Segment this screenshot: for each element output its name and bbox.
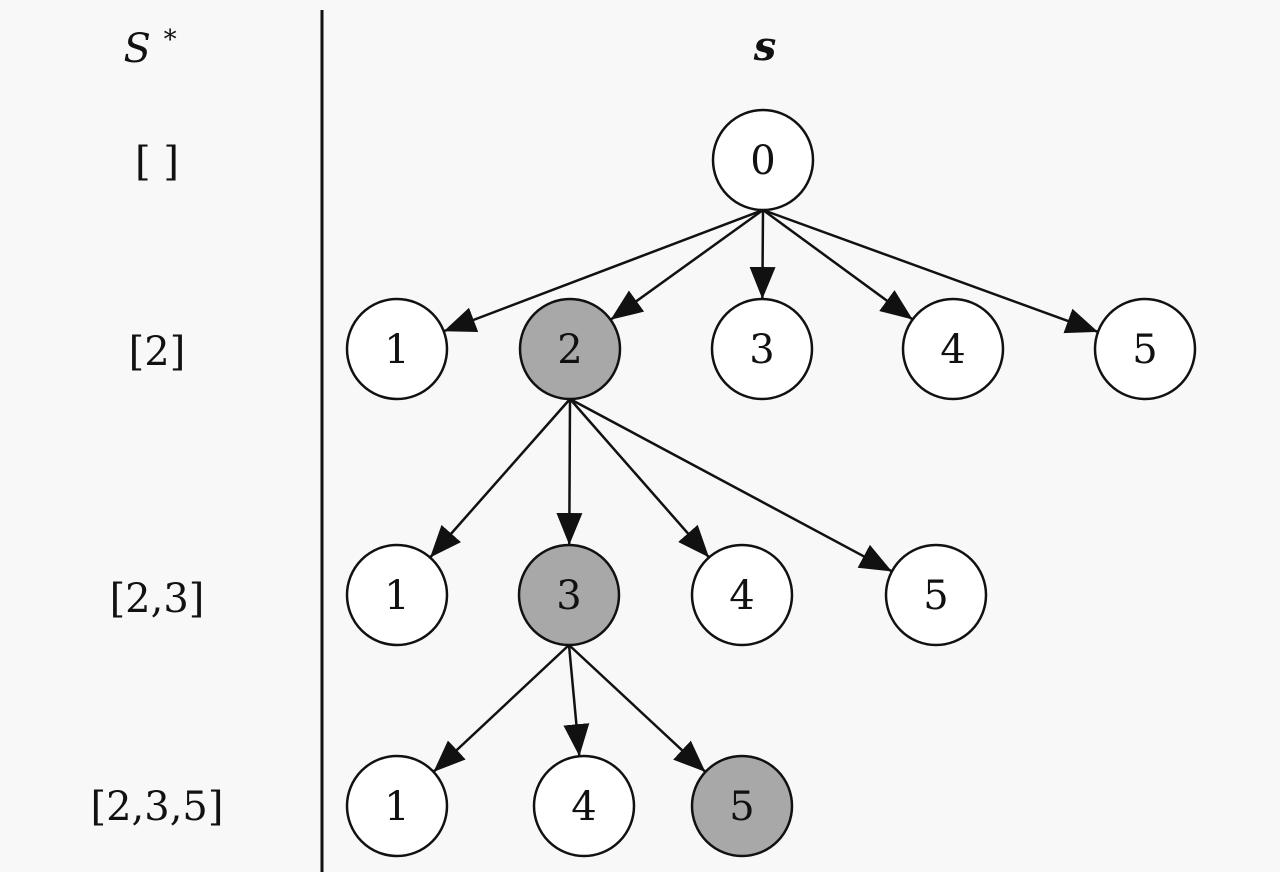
node-label: 3 [749,327,774,373]
selected-node-circle [518,297,622,401]
tree-node-a3: 3 [710,297,814,401]
edges-layer [429,208,1099,773]
right-header: s [753,23,777,70]
level-label-3: [2,3,5] [91,784,224,830]
level-label-1: [2] [129,329,186,375]
level-label-2: [2,3] [110,576,205,622]
node-circle [345,543,449,647]
node-label: 2 [557,327,582,373]
nodes-layer: 0 1 2 3 4 5 1 3 4 5 1 4 5 [345,108,1197,858]
node-circle [345,754,449,858]
tree-node-b1: 1 [345,543,449,647]
selected-node-circle [517,543,621,647]
edge-n0-a3 [749,209,776,300]
tree-node-c5: 5 [690,754,794,858]
edge-n0-a2 [609,208,764,321]
node-circle [690,543,794,647]
node-circle [532,754,636,858]
node-label: 3 [556,573,581,619]
tree-node-b5: 5 [884,543,988,647]
edge-a2-b1 [429,398,571,559]
node-circle [901,297,1005,401]
node-label: 4 [571,784,596,830]
node-circle [884,543,988,647]
node-label: 5 [729,784,754,830]
tree-node-b4: 4 [690,543,794,647]
node-label: 5 [923,573,948,619]
tree-node-a5: 5 [1093,297,1197,401]
level-labels: [ ] [2] [2,3] [2,3,5] [91,139,224,830]
left-header: S * [123,25,176,72]
level-label-0: [ ] [135,139,179,185]
node-label: 1 [384,327,409,373]
node-circle [711,108,815,212]
tree-node-a2: 2 [518,297,622,401]
edge-n0-a4 [762,208,914,321]
node-label: 4 [940,327,965,373]
edge-n0-a5 [762,208,1099,334]
node-label: 1 [384,573,409,619]
node-circle [1093,297,1197,401]
node-circle [710,297,814,401]
edge-b3-c1 [432,644,570,773]
tree-node-c1: 1 [345,754,449,858]
edge-b3-c4 [563,644,590,757]
edge-n0-a1 [443,208,764,333]
tree-node-b3: 3 [517,543,621,647]
node-label: 1 [384,784,409,830]
edge-a2-b3 [556,398,583,546]
tree-node-c4: 4 [532,754,636,858]
node-label: 5 [1132,327,1157,373]
tree-node-a1: 1 [345,297,449,401]
node-label: 0 [750,138,775,184]
edge-b3-c5 [568,644,707,773]
tree-node-n0: 0 [711,108,815,212]
node-label: 4 [729,573,754,619]
selected-node-circle [690,754,794,858]
tree-node-a4: 4 [901,297,1005,401]
node-circle [345,297,449,401]
edge-a2-b4 [569,398,710,559]
edge-a2-b5 [569,397,893,573]
